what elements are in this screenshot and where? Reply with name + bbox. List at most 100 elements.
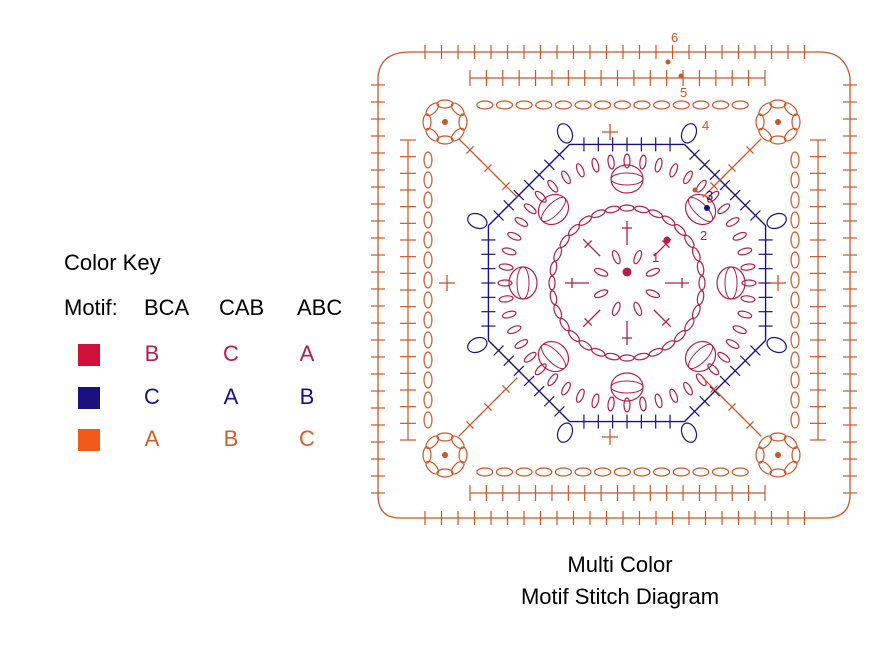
chain-stitch	[591, 157, 600, 173]
chain-stitch	[633, 301, 643, 317]
stitch-mark	[746, 146, 754, 154]
motif-header-3: ABC	[297, 295, 343, 320]
chain-stitch	[567, 330, 580, 343]
swatch-2	[78, 387, 100, 409]
stitch-mark	[543, 395, 555, 407]
key-cell: B	[223, 426, 239, 451]
chain-stitch	[669, 163, 679, 178]
chain-stitch	[425, 102, 440, 117]
stitch-mark	[484, 164, 492, 172]
chain-stitch	[425, 127, 440, 142]
chain-stitch	[467, 212, 488, 230]
chain-stitch	[766, 212, 787, 230]
chain-stitch	[436, 468, 454, 478]
key-cell: A	[223, 384, 239, 409]
chain-stitch	[458, 446, 468, 464]
chain-stitch	[559, 318, 570, 332]
chain-stitch	[711, 467, 730, 477]
chain-stitch	[578, 340, 592, 351]
chain-stitch	[758, 127, 773, 142]
chain-stitch	[684, 234, 695, 248]
chain-stitch	[725, 339, 740, 349]
bobble-stitch	[684, 193, 717, 226]
chain-stitch	[732, 231, 747, 241]
chain-stitch	[423, 311, 433, 329]
stitch-mark	[699, 395, 711, 407]
chain-stitch	[535, 467, 553, 477]
key-cell: C	[144, 384, 160, 409]
chain-stitch	[549, 260, 558, 276]
chain-stitch	[766, 336, 787, 354]
round-start-dot	[775, 452, 781, 458]
key-cell: C	[223, 341, 239, 366]
chain-stitch	[607, 396, 615, 412]
stitch-mark	[710, 385, 718, 393]
chain-stitch	[594, 467, 612, 477]
round-start-dot	[692, 187, 698, 193]
chain-stitch	[575, 388, 585, 403]
bobble-stitch	[687, 343, 714, 370]
stitch-mark	[699, 159, 711, 171]
round-start-dot	[442, 452, 448, 458]
motif-header-1: BCA	[144, 295, 190, 320]
bobble-stitch	[540, 343, 567, 370]
stitch-mark	[728, 403, 736, 411]
stitch-mark	[582, 238, 601, 257]
chain-stitch	[790, 151, 800, 169]
chain-stitch	[425, 435, 440, 450]
chain-stitch	[737, 247, 753, 256]
stitch-mark	[554, 406, 565, 417]
stitch-mark	[719, 375, 731, 387]
stitch-mark	[710, 182, 718, 190]
chain-stitch	[554, 467, 572, 477]
key-cell: C	[299, 426, 315, 451]
stitch-mark	[513, 189, 525, 201]
swatch-1	[78, 344, 100, 366]
chain-stitch	[740, 295, 756, 303]
color-key-title: Color Key	[64, 250, 161, 275]
stitch-mark	[739, 355, 751, 367]
chain-stitch	[683, 170, 693, 185]
chain-stitch	[790, 211, 800, 229]
chain-stitch	[725, 217, 740, 227]
chain-stitch	[556, 422, 574, 443]
chain-stitch	[790, 171, 800, 189]
chain-stitch	[707, 363, 720, 376]
bobble-stitch	[537, 193, 570, 226]
chain-stitch	[423, 391, 433, 409]
chain-stitch	[645, 289, 661, 299]
bobble-stitch	[610, 372, 644, 402]
stitch-mark	[709, 169, 721, 181]
round-start-dot	[678, 73, 684, 79]
chain-stitch	[674, 223, 687, 236]
chain-stitch	[654, 393, 663, 409]
chain-stitch	[769, 135, 787, 145]
caption-line-2: Motif Stitch Diagram	[520, 584, 720, 609]
chain-stitch	[696, 260, 705, 276]
chain-stitch	[425, 460, 440, 475]
round-label: 5	[680, 85, 687, 100]
chain-stitch	[613, 100, 631, 110]
chain-stitch	[633, 249, 643, 265]
chain-stitch	[741, 279, 757, 287]
stitch-mark	[513, 365, 525, 377]
stitch-mark	[533, 169, 545, 181]
chain-stitch	[561, 170, 571, 185]
chain-stitch	[790, 191, 800, 209]
stitch-mark	[719, 179, 731, 191]
stitch-mark	[584, 317, 593, 326]
chain-stitch	[698, 275, 706, 291]
stitch-mark	[750, 210, 761, 221]
chain-stitch	[619, 354, 635, 362]
chain-stitch	[731, 467, 749, 477]
chain-stitch	[514, 339, 529, 349]
chain-stitch	[790, 371, 800, 389]
chain-stitch	[731, 100, 749, 110]
chain-stitch	[711, 100, 730, 110]
chain-stitch	[547, 373, 559, 387]
chain-stitch	[791, 113, 801, 131]
chain-stitch	[501, 247, 517, 256]
chain-stitch	[654, 157, 663, 173]
bobble-stitch	[684, 340, 717, 373]
round-start-dot	[775, 119, 781, 125]
